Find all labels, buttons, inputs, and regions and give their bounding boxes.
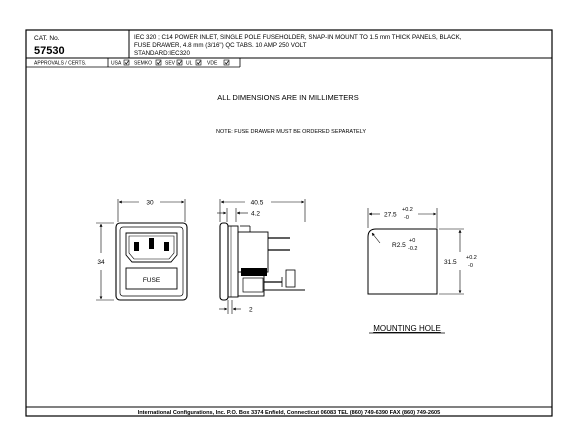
checkbox-usa	[123, 59, 130, 66]
side-view: 40.5 4.2 2	[217, 199, 306, 314]
hole-height-dim: 31.5	[444, 259, 457, 266]
hole-width-tol-minus: -0	[404, 215, 409, 221]
description-line-2: FUSE DRAWER, 4.8 mm (3/16") QC TABS. 10 …	[134, 42, 307, 49]
dimensions-note: ALL DIMENSIONS ARE IN MILLIMETERS	[217, 93, 358, 102]
mounting-hole-caption: MOUNTING HOLE	[373, 324, 441, 333]
approvals-label: APPROVALS / CERTS.	[34, 61, 86, 67]
footer-address: International Configurations, Inc. P.O. …	[138, 410, 441, 416]
check-icon	[196, 60, 201, 65]
description-line-3: STANDARD:IEC320	[134, 50, 190, 57]
check-icon	[177, 60, 182, 65]
check-icon	[224, 60, 229, 65]
fuse-label: FUSE	[143, 277, 161, 284]
fuse-holder-block	[241, 268, 267, 276]
side-flange-dim: 4.2	[251, 211, 260, 218]
check-icon	[124, 60, 129, 65]
side-panel-dim: 2	[249, 307, 253, 314]
hole-height-tol-plus: +0.2	[466, 255, 477, 261]
fuse-drawer-note: NOTE: FUSE DRAWER MUST BE ORDERED SEPARA…	[216, 129, 366, 135]
check-icon	[156, 60, 161, 65]
hole-cutout	[367, 228, 438, 295]
pin-earth	[149, 238, 154, 249]
cat-label: CAT. No.	[34, 35, 60, 42]
side-body	[237, 231, 269, 273]
front-view: 30 34 FUSE	[96, 199, 188, 301]
checkbox-semko	[155, 59, 162, 66]
pin-line	[134, 242, 139, 251]
hole-radius-tol-plus: +0	[409, 238, 415, 244]
hole-radius-label: R2.5	[392, 242, 406, 249]
c14-receptacle	[125, 232, 178, 263]
checkbox-sev	[176, 59, 183, 66]
approval-sev: SEV	[165, 61, 176, 67]
footer: International Configurations, Inc. P.O. …	[26, 406, 552, 416]
checkbox-ul	[195, 59, 202, 66]
checkbox-vde	[223, 59, 230, 66]
front-width-dim: 30	[146, 200, 154, 207]
sheet-border	[25, 29, 553, 417]
hole-height-tol-minus: -0	[468, 263, 473, 269]
pin-neutral	[164, 242, 169, 251]
description-line-1: IEC 320 ; C14 POWER INLET, SINGLE POLE F…	[134, 34, 462, 41]
approval-vde: VDE	[207, 61, 218, 67]
approval-ul: UL	[186, 61, 193, 67]
side-flange	[219, 222, 229, 301]
fuse-drawer	[125, 267, 178, 290]
hole-radius-tol-minus: -0.2	[408, 246, 417, 252]
approvals-row: APPROVALS / CERTS. USA SEMKO SEV UL VDE	[26, 58, 241, 68]
inlet-flange	[115, 222, 188, 301]
cat-number: 57530	[34, 45, 65, 57]
hole-width-dim: 27.5	[384, 212, 397, 219]
mounting-hole-view: 27.5 +0.2 -0 R2.5 +0 -0.2 31.5 +0.2 -0 M…	[367, 207, 477, 334]
approval-usa: USA	[111, 61, 122, 67]
side-depth-dim: 40.5	[251, 200, 264, 207]
front-height-dim: 34	[97, 259, 105, 266]
approval-semko: SEMKO	[134, 61, 152, 67]
hole-width-tol-plus: +0.2	[402, 207, 413, 213]
title-block: CAT. No. 57530 IEC 320 ; C14 POWER INLET…	[26, 30, 552, 59]
